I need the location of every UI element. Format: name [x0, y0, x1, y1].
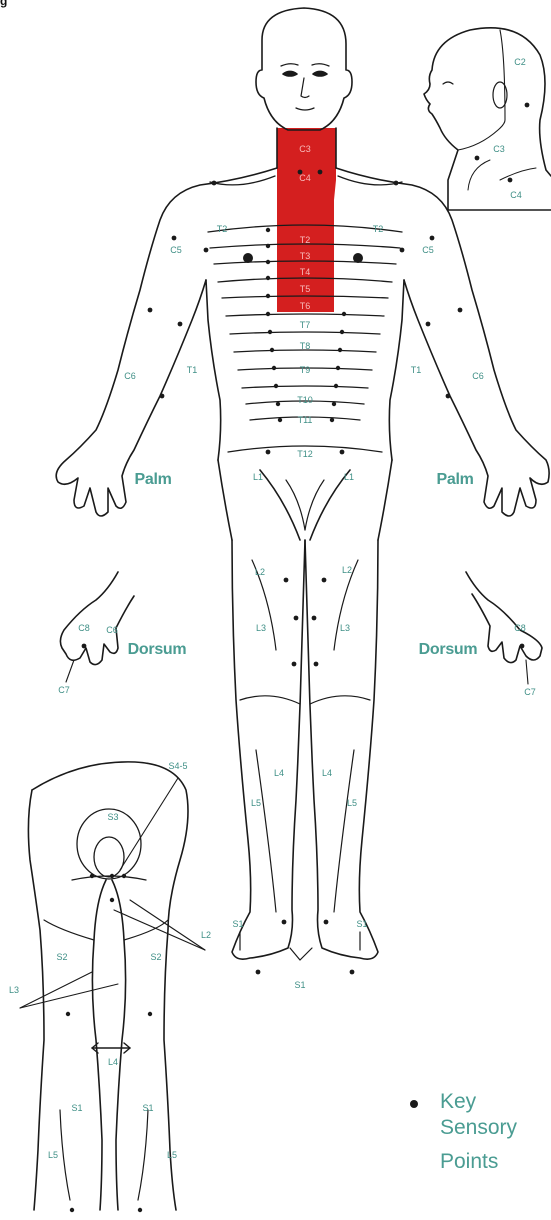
label-s1-right: S1	[356, 919, 367, 929]
label-t2-left: T2	[217, 224, 228, 234]
label-l4-right: L4	[322, 768, 332, 778]
label-c7-left: C7	[58, 685, 70, 695]
label-c8-right: C8	[514, 623, 526, 633]
label-l1-right: L1	[344, 472, 354, 482]
label-t3: T3	[300, 251, 311, 261]
label-s1-back-right: S1	[142, 1103, 153, 1113]
label-palm-left: Palm	[134, 471, 171, 489]
label-s1-center: S1	[294, 980, 305, 990]
label-l5-right: L5	[347, 798, 357, 808]
label-c8-left: C8	[78, 623, 90, 633]
label-t2-center: T2	[300, 235, 311, 245]
back-view-inset	[20, 762, 205, 1210]
label-t7: T7	[300, 320, 311, 330]
label-c4-front: C4	[299, 173, 311, 183]
label-l5-back-right: L5	[167, 1150, 177, 1160]
label-c4-side: C4	[510, 190, 522, 200]
label-c3-front: C3	[299, 144, 311, 154]
label-l5-left: L5	[251, 798, 261, 808]
legend-line-1: Key	[440, 1090, 476, 1114]
label-l2-left: L2	[255, 567, 265, 577]
label-l3-right: L3	[340, 623, 350, 633]
label-s2-left: S2	[56, 952, 67, 962]
label-c3-side: C3	[493, 144, 505, 154]
label-s2-right: S2	[150, 952, 161, 962]
label-s3: S3	[107, 812, 118, 822]
label-t10: T10	[297, 395, 313, 405]
label-c5-left: C5	[170, 245, 182, 255]
label-s1-back-left: S1	[71, 1103, 82, 1113]
legend-line-3: Points	[440, 1150, 498, 1174]
label-s4-5: S4-5	[168, 761, 187, 771]
label-s1-left: S1	[232, 919, 243, 929]
right-dorsum-hand	[466, 572, 542, 684]
label-c6-left: C6	[124, 371, 136, 381]
label-l4-left: L4	[274, 768, 284, 778]
label-c5-right: C5	[422, 245, 434, 255]
label-t11: T11	[298, 415, 313, 425]
left-dorsum-hand	[60, 572, 134, 682]
label-t5: T5	[300, 284, 311, 294]
front-legs	[232, 540, 378, 960]
label-c6-left-hand: C6	[106, 625, 118, 635]
label-t4: T4	[300, 267, 311, 277]
side-head-inset	[424, 28, 551, 210]
label-l1-left: L1	[253, 472, 263, 482]
label-l2-back: L2	[201, 930, 211, 940]
label-t8: T8	[300, 341, 311, 351]
label-c6-right: C6	[472, 371, 484, 381]
label-l4-back: L4	[108, 1057, 118, 1067]
label-c7-right: C7	[524, 687, 536, 697]
label-dorsum-right: Dorsum	[419, 641, 478, 659]
label-l3-back: L3	[9, 985, 19, 995]
label-palm-right: Palm	[436, 471, 473, 489]
label-c2-side: C2	[514, 57, 526, 67]
label-t12: T12	[297, 449, 313, 459]
key-sensory-points	[66, 170, 525, 1213]
label-t1-right: T1	[411, 365, 422, 375]
label-l3-left: L3	[256, 623, 266, 633]
legend-dot	[410, 1100, 418, 1108]
label-t6: T6	[300, 301, 311, 311]
label-l5-back-left: L5	[48, 1150, 58, 1160]
label-dorsum-left: Dorsum	[128, 641, 187, 659]
legend-line-2: Sensory	[440, 1116, 517, 1140]
label-t2-right: T2	[373, 224, 384, 234]
label-t9: T9	[300, 365, 311, 375]
label-t1-left: T1	[187, 365, 198, 375]
label-l2-right: L2	[342, 565, 352, 575]
